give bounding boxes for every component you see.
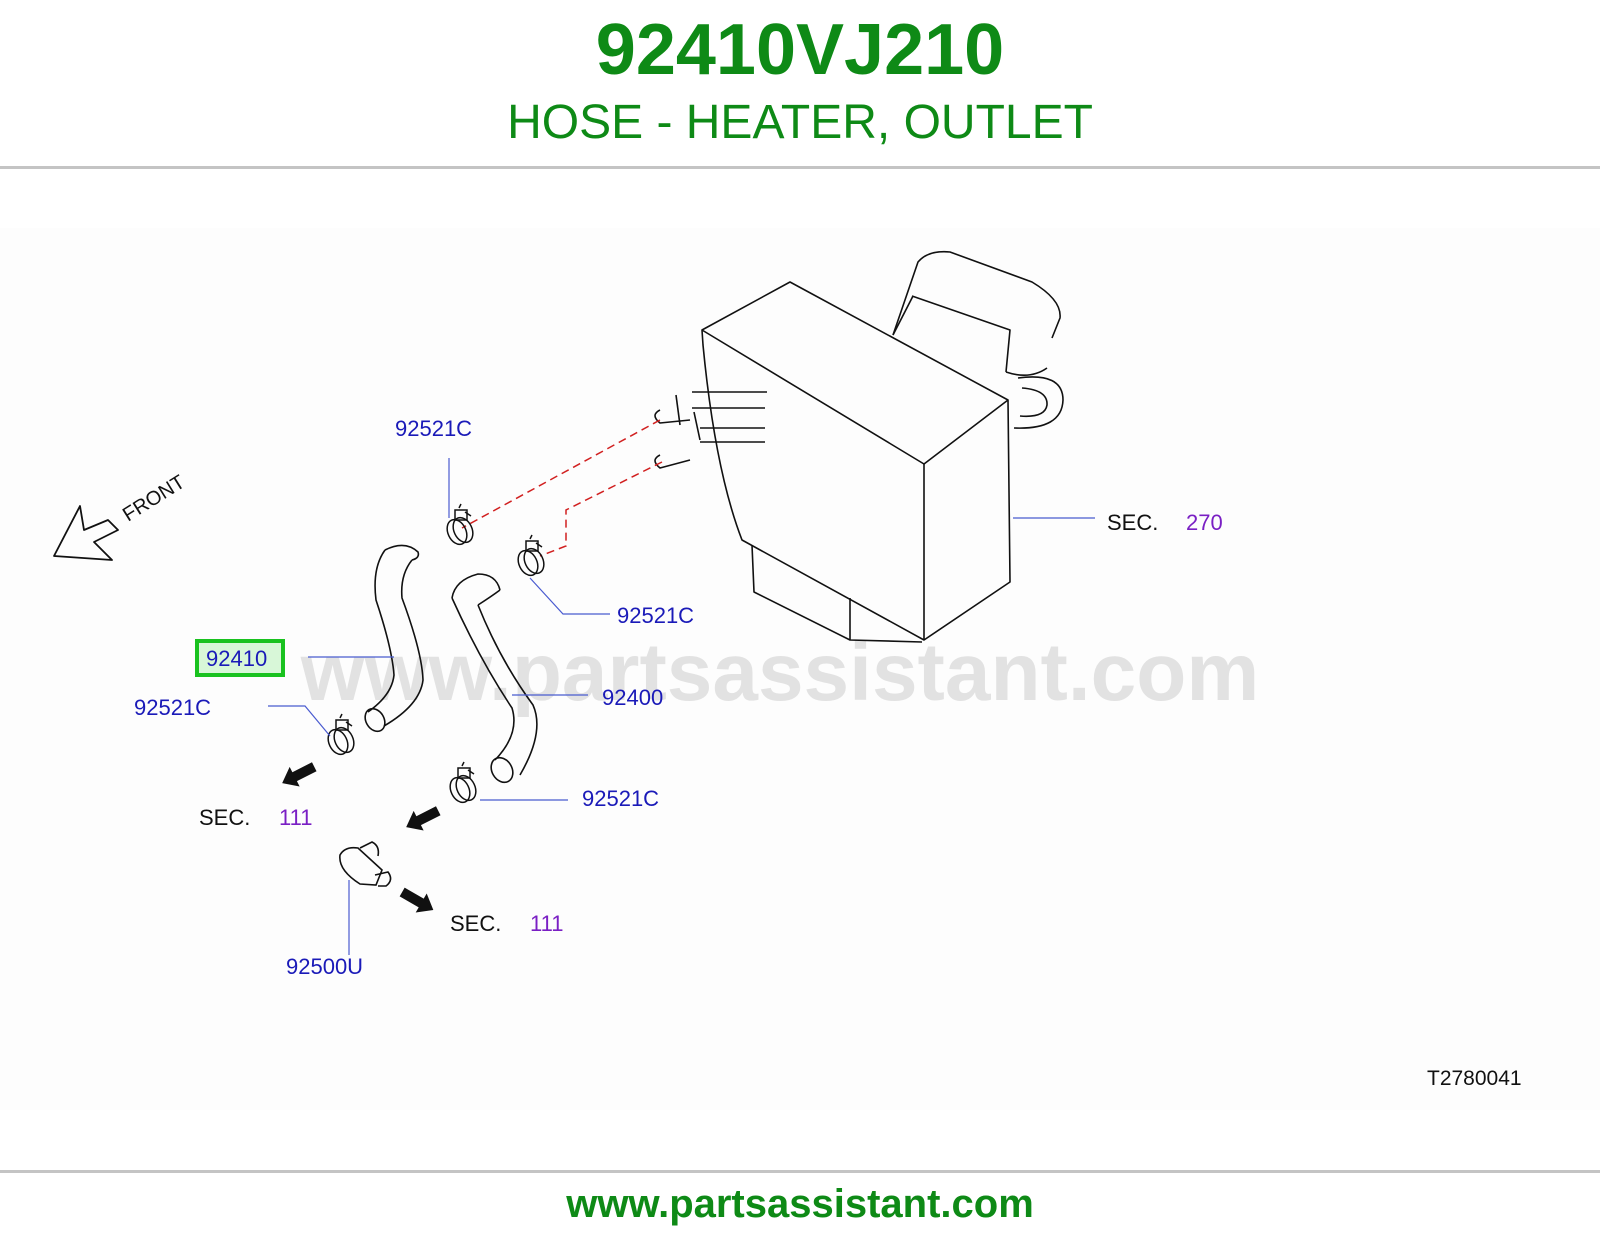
drawing-code: T2780041 [1427,1067,1522,1090]
hose-routing-dashes [461,419,663,557]
header-divider [0,166,1600,169]
callout-92521c-top[interactable]: 92521C [395,416,472,441]
sec-number-270[interactable]: 270 [1186,510,1223,535]
footer-url[interactable]: www.partsassistant.com [566,1182,1034,1226]
sec-prefix-270: SEC. [1107,510,1158,535]
parts-diagram: www.partsassistant.com [0,228,1600,1110]
callout-92500u[interactable]: 92500U [286,954,363,979]
sec-number-111-bottom[interactable]: 111 [530,911,563,936]
highlight-box [195,639,285,677]
part-name-subtitle: HOSE - HEATER, OUTLET [507,96,1093,149]
page-header: 92410VJ210 HOSE - HEATER, OUTLET [0,0,1600,168]
front-arrow-icon [53,505,119,561]
sec-prefix-111-bottom: SEC. [450,911,501,936]
footer-divider [0,1170,1600,1173]
direction-arrow-icon [406,806,441,831]
callout-92410[interactable]: 92410 [206,646,267,671]
direction-arrow-icon [282,762,317,787]
front-label: FRONT [119,471,189,526]
heater-unit [654,250,1064,643]
watermark: www.partsassistant.com [300,627,1260,718]
clamp-icon [517,534,545,577]
direction-arrow-icon [399,887,434,913]
clamp-icon [449,761,477,804]
leader-lines [268,458,1095,955]
clamp-icon [446,503,474,546]
sec-prefix-111-left: SEC. [199,805,250,830]
hose-92410[interactable] [361,544,424,734]
hose-92400[interactable] [451,573,538,786]
diagram-canvas: www.partsassistant.com [53,250,1522,1090]
clamp-icon [327,713,355,756]
water-valve[interactable] [339,841,392,887]
callout-92521c-left[interactable]: 92521C [134,695,211,720]
callout-92400[interactable]: 92400 [602,685,663,710]
callout-92521c-bottom[interactable]: 92521C [582,786,659,811]
sec-number-111-left[interactable]: 111 [279,805,312,830]
part-number-title: 92410VJ210 [595,10,1005,90]
callout-92521c-mid[interactable]: 92521C [617,603,694,628]
